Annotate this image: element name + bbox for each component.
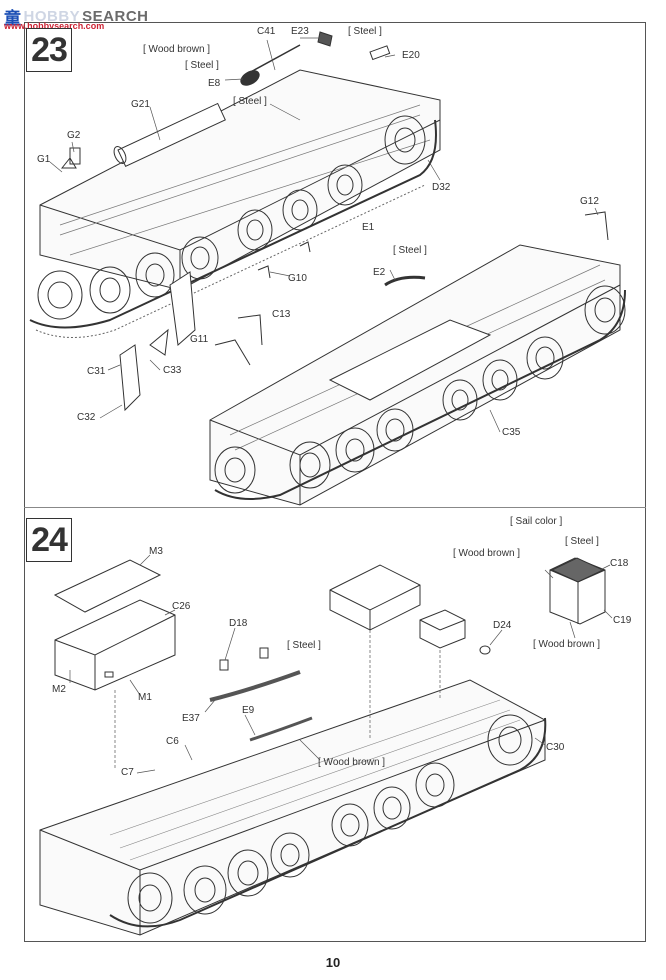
part-g21-exhaust	[113, 102, 226, 167]
label-g2: G2	[67, 130, 81, 141]
label-c19: C19	[613, 615, 632, 626]
label-c33: C33	[163, 365, 182, 376]
label-steel-top: [ Steel ]	[348, 26, 382, 37]
label-c18: C18	[610, 558, 629, 569]
label-m1: M1	[138, 692, 152, 703]
label-m3: M3	[149, 546, 163, 557]
label-e1: E1	[362, 222, 375, 233]
label-e23: E23	[291, 26, 309, 37]
step24-road-wheels	[127, 714, 533, 924]
step-divider	[24, 507, 646, 508]
label-d24: D24	[493, 620, 512, 631]
label-c31: C31	[87, 366, 106, 377]
label-wood-brown-mid: [ Wood brown ]	[318, 757, 386, 768]
label-steel-d18: [ Steel ]	[287, 640, 321, 651]
part-ammo-box	[419, 609, 466, 649]
step24-leader-lines	[69, 554, 613, 774]
instruction-page-frame	[24, 22, 646, 942]
label-c35: C35	[502, 427, 521, 438]
label-c41: C41	[257, 26, 276, 37]
watermark-cn: 童	[4, 9, 22, 28]
label-sail-color: [ Sail color ]	[510, 516, 563, 527]
label-e9: E9	[242, 705, 255, 716]
label-c26: C26	[172, 601, 191, 612]
part-m3-lid	[53, 559, 162, 613]
step23-road-wheels-upper	[37, 115, 426, 320]
label-d32: D32	[432, 182, 451, 193]
watermark-search: SEARCH	[82, 8, 149, 25]
label-g1: G1	[37, 154, 51, 165]
label-c13: C13	[272, 309, 291, 320]
page-number: 10	[325, 955, 341, 970]
label-g21: G21	[131, 99, 150, 110]
watermark-hobby: HOBBY	[23, 8, 81, 25]
step-24-number: 24	[26, 518, 72, 562]
label-e2: E2	[373, 267, 386, 278]
part-c18-c19-box	[549, 557, 606, 625]
label-g11: G11	[190, 334, 209, 345]
label-g10: G10	[288, 273, 307, 284]
step-23-number: 23	[26, 28, 72, 72]
label-m2: M2	[52, 684, 66, 695]
part-crate-upper	[329, 564, 421, 631]
watermark-url: www.hobbysearch.com	[4, 21, 105, 31]
watermark-logo: 童 HOBBY SEARCH	[4, 4, 149, 29]
step23-leader-lines	[49, 37, 599, 433]
label-e37: E37	[182, 713, 200, 724]
label-c32: C32	[77, 412, 96, 423]
step24-chassis	[39, 645, 547, 936]
label-wood-brown-box: [ Wood brown ]	[453, 548, 521, 559]
label-steel-mid: [ Steel ]	[233, 96, 267, 107]
label-wood-brown-low: [ Wood brown ]	[533, 639, 601, 650]
part-stowage-box	[54, 599, 176, 691]
label-g12: G12	[580, 196, 599, 207]
label-e20: E20	[402, 50, 420, 61]
label-steel-e2: [ Steel ]	[393, 245, 427, 256]
step23-hull-upper	[29, 31, 441, 338]
label-wood-brown: [ Wood brown ]	[143, 44, 211, 55]
label-c6: C6	[166, 736, 179, 747]
label-c30: C30	[546, 742, 565, 753]
label-d18: D18	[229, 618, 248, 629]
step23-hull-lower	[119, 211, 626, 506]
label-steel-box: [ Steel ]	[565, 536, 599, 547]
label-e8: E8	[208, 78, 221, 89]
label-c7: C7	[121, 767, 134, 778]
label-steel-e8: [ Steel ]	[185, 60, 219, 71]
